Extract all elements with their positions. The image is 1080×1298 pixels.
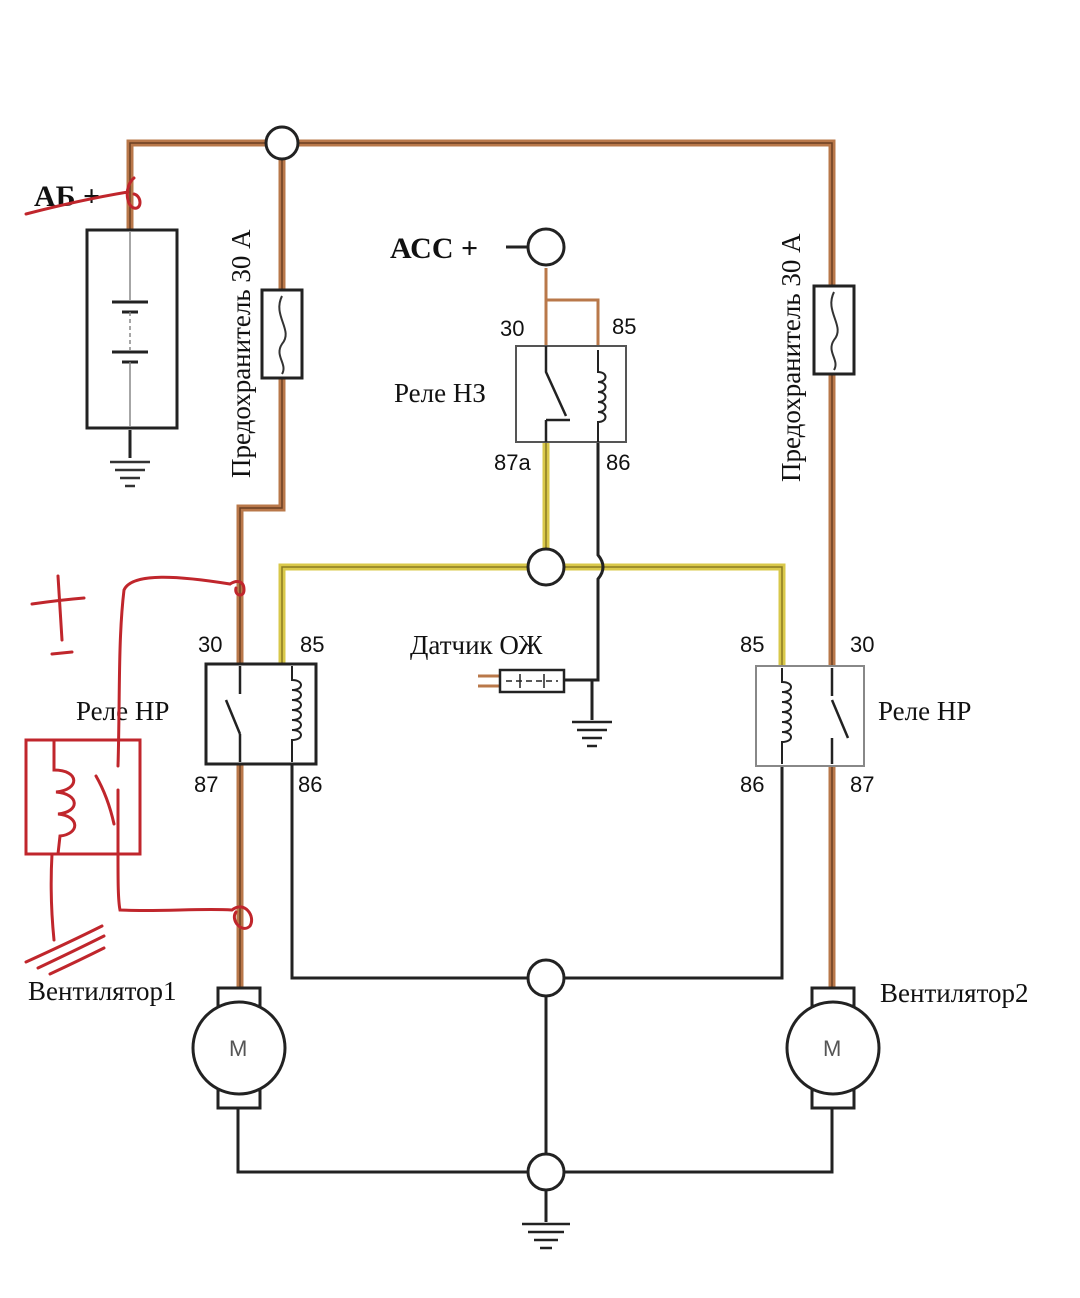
relay-right-pin-30: 30	[850, 632, 874, 657]
fan2-motor-symbol: M	[823, 1036, 841, 1061]
relay-left	[204, 662, 318, 766]
relay-nc-label: Реле НЗ	[394, 378, 486, 408]
relay-left-pin-86: 86	[298, 772, 322, 797]
relay-left-pin-87: 87	[194, 772, 218, 797]
annotation-relay-coil	[52, 738, 77, 856]
fan2-motor	[785, 986, 881, 1110]
junction-nodes	[264, 125, 566, 1192]
junction-relay-86	[526, 958, 566, 998]
acc-label: АСС +	[390, 232, 478, 265]
relay-nc-pin-86: 86	[606, 450, 630, 475]
fuse-left	[260, 288, 304, 380]
battery-body	[85, 228, 179, 430]
annotation-battery-mark	[24, 176, 142, 216]
battery	[85, 228, 179, 430]
relay-right-pin-85: 85	[740, 632, 764, 657]
right-relay-86-wire	[564, 762, 784, 980]
fan1-motor	[191, 986, 287, 1110]
fuse-right-label: Предохранитель 30 А	[776, 233, 806, 482]
sensor-label: Датчик ОЖ	[410, 630, 543, 660]
relay-right-pin-86: 86	[740, 772, 764, 797]
fan2-ground-wire	[564, 1104, 834, 1174]
annotation-relay-switch	[94, 774, 120, 856]
relay-left-label: Реле НР	[76, 696, 169, 726]
fuse-right	[812, 284, 856, 376]
junction-top	[264, 125, 300, 161]
relay-nc-86-wire	[564, 440, 605, 682]
battery-ground-icon	[110, 460, 150, 488]
annotation-minus-sign	[50, 650, 74, 656]
relay-left-pin-30: 30	[198, 632, 222, 657]
relay-nc	[515, 345, 627, 443]
fan1-motor-symbol: M	[229, 1036, 247, 1061]
junction-signal	[526, 547, 566, 587]
annotation-wire-top	[116, 575, 246, 768]
relay-right	[755, 665, 865, 767]
junction-acc	[526, 227, 566, 267]
relay-right-coil-icon	[781, 668, 792, 764]
fan1-label: Вентилятор1	[28, 976, 177, 1006]
sensor-ground-icon	[572, 720, 612, 748]
right-85-core	[564, 566, 783, 668]
annotation-plus-sign	[30, 574, 86, 642]
main-ground-icon	[522, 1222, 570, 1250]
annotation-wire-ground	[49, 852, 56, 942]
ground-wires	[128, 245, 834, 1222]
fuse-left-label: Предохранитель 30 А	[226, 229, 256, 478]
annotation-relay-box	[24, 738, 142, 856]
relay-nc-pin-85: 85	[612, 314, 636, 339]
coolant-sensor	[478, 668, 566, 694]
relay-nc-pin-30: 30	[500, 316, 524, 341]
relay-left-pin-85: 85	[300, 632, 324, 657]
battery-label: АБ +	[34, 180, 100, 213]
main-power-bus-core	[129, 142, 833, 668]
junction-ground	[526, 1152, 566, 1192]
relay-left-coil-icon	[291, 666, 302, 762]
relay-right-label: Реле НР	[878, 696, 971, 726]
annotation-wire-bottom	[116, 852, 253, 930]
relay-nc-pin-87a: 87a	[494, 450, 531, 475]
relay-right-pin-87: 87	[850, 772, 874, 797]
left-relay-86-wire	[290, 762, 528, 980]
left-85-core	[281, 566, 528, 668]
relay-nc-coil-icon	[597, 350, 607, 442]
red-annotations	[24, 176, 253, 976]
annotation-ground-icon	[24, 924, 106, 976]
signal-wire-cores	[281, 440, 783, 668]
fan2-label: Вентилятор2	[880, 978, 1029, 1008]
acc-to-relay-nc-wire	[544, 268, 600, 348]
fan1-ground-wire	[236, 1104, 528, 1174]
